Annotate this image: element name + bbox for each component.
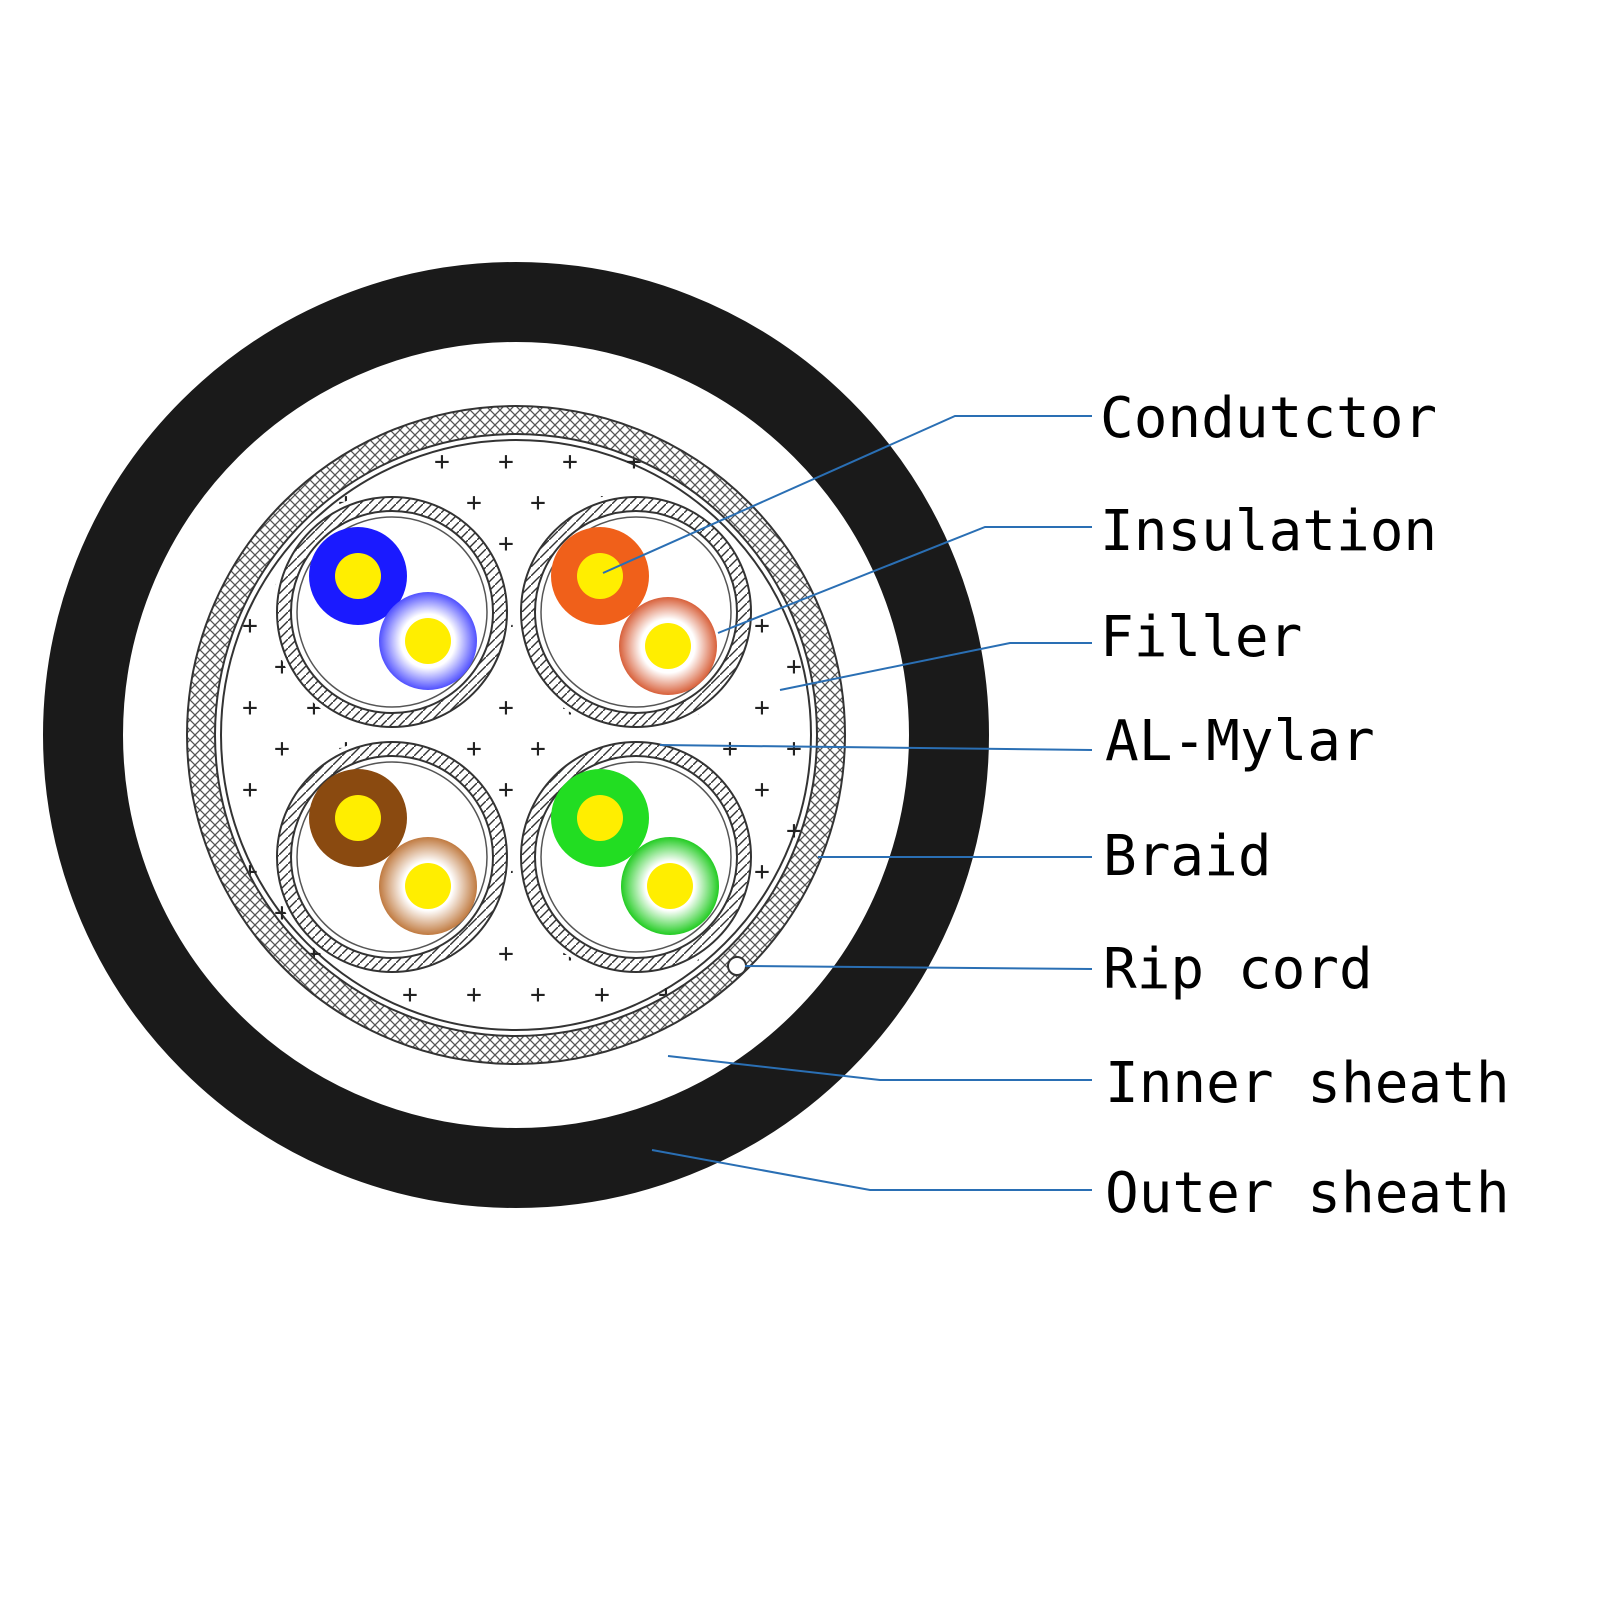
label-rip-cord-leader: [744, 965, 1093, 970]
label-inner-sheath-leader: [667, 1055, 1092, 1081]
label-conductor: Condutctor: [1100, 386, 1437, 451]
label-filler: Filler: [1100, 605, 1302, 670]
filler-plus: +: [498, 693, 514, 723]
filler-plus: +: [274, 734, 290, 764]
foil-shield-ring: [521, 497, 751, 727]
conductor: [645, 623, 691, 669]
filler-plus: +: [498, 939, 514, 969]
rip-cord: [727, 956, 747, 976]
filler-plus: +: [530, 734, 546, 764]
conductor: [577, 795, 623, 841]
label-braid: Braid: [1103, 824, 1272, 889]
brown-pair: [272, 737, 512, 977]
filler-plus: +: [242, 693, 258, 723]
foil-shield-ring: [277, 742, 507, 972]
foil-shield-ring: [521, 742, 751, 972]
filler-plus: +: [498, 775, 514, 805]
filler-plus: +: [754, 857, 770, 887]
label-outer-sheath-leader: [651, 1149, 1092, 1191]
filler-plus: +: [498, 447, 514, 477]
blue-pair: [272, 492, 512, 732]
filler-plus: +: [402, 980, 418, 1010]
label-conductor-leader: [602, 415, 1092, 574]
label-insulation-leader: [717, 526, 1092, 634]
orange-pair: [516, 492, 756, 732]
conductor: [577, 553, 623, 599]
filler-plus: +: [530, 488, 546, 518]
filler-plus: +: [466, 488, 482, 518]
filler-plus: +: [786, 734, 802, 764]
filler-plus: +: [466, 980, 482, 1010]
filler-plus: +: [466, 734, 482, 764]
filler-plus: +: [786, 652, 802, 682]
label-rip-cord: Rip cord: [1103, 937, 1373, 1002]
filler-plus: +: [754, 693, 770, 723]
leader-lines: [602, 415, 1093, 1191]
filler-plus: +: [722, 734, 738, 764]
filler-plus: +: [434, 447, 450, 477]
filler-plus: +: [562, 447, 578, 477]
label-filler-leader: [779, 642, 1092, 691]
braid-ring: [187, 406, 845, 1064]
filler-plus: +: [754, 611, 770, 641]
label-al-mylar-leader: [659, 744, 1093, 751]
conductor: [405, 618, 451, 664]
labels: Condutctor Insulation Filler AL-Mylar Br…: [1100, 386, 1510, 1226]
filler-plus: +: [594, 980, 610, 1010]
label-insulation: Insulation: [1100, 499, 1437, 564]
filler-plus: +: [754, 775, 770, 805]
conductor: [405, 863, 451, 909]
conductor: [647, 863, 693, 909]
twisted-pairs: [272, 492, 756, 977]
filler-plus: +: [242, 775, 258, 805]
green-pair: [516, 737, 756, 977]
label-outer-sheath: Outer sheath: [1105, 1161, 1510, 1226]
label-inner-sheath: Inner sheath: [1105, 1051, 1510, 1116]
filler-plus: +: [498, 529, 514, 559]
conductor: [335, 553, 381, 599]
outer-sheath-ring: [43, 262, 989, 1208]
filler-plus: +: [530, 980, 546, 1010]
conductor: [335, 795, 381, 841]
foil-shield-ring: [277, 497, 507, 727]
label-al-mylar: AL-Mylar: [1105, 709, 1375, 774]
filler-plus: +: [242, 611, 258, 641]
